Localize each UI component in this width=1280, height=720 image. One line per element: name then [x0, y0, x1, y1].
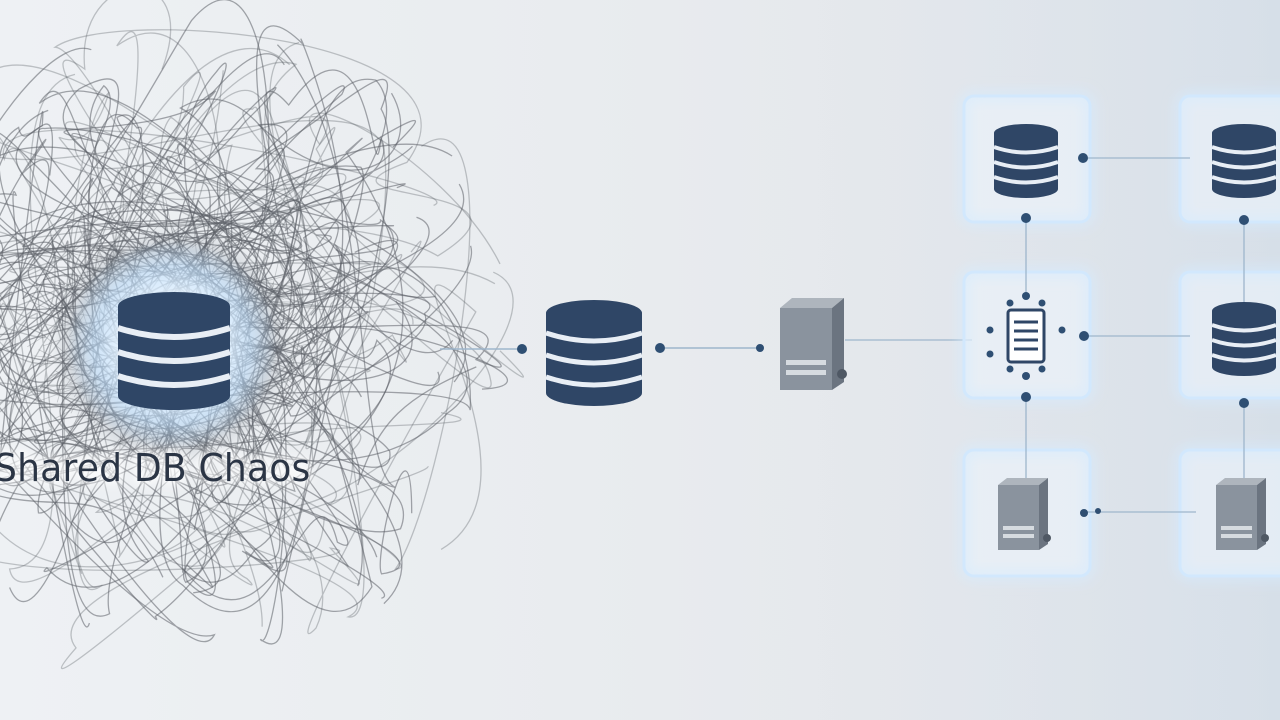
node-dot — [1021, 392, 1031, 402]
node-dot — [1239, 215, 1249, 225]
tangle-wire — [0, 119, 387, 535]
server-icon — [998, 478, 1051, 550]
tangle-wire — [0, 137, 404, 628]
server-icon — [780, 298, 847, 390]
tangle-wire — [0, 222, 243, 487]
node-dot — [1021, 213, 1031, 223]
database-icon — [545, 300, 643, 406]
database-icon — [1211, 124, 1277, 198]
tangle-wire — [0, 138, 216, 643]
node-dot — [517, 344, 527, 354]
tangle-wire — [0, 283, 413, 575]
api-gateway-icon — [986, 292, 1066, 380]
tangle-wire — [0, 62, 260, 506]
tangle-wire — [0, 114, 214, 588]
node-dot — [1239, 398, 1249, 408]
tangle-wire — [43, 44, 472, 588]
tangle-wire — [8, 47, 425, 583]
tangle-wire — [0, 233, 482, 635]
microservices-grid — [959, 91, 1280, 581]
node-dot — [1079, 331, 1089, 341]
chaos-label: Shared DB Chaos — [0, 446, 311, 490]
database-icon — [993, 124, 1059, 198]
tangle-wire — [198, 106, 524, 476]
node-dot — [655, 343, 665, 353]
node-dot — [1078, 153, 1088, 163]
node-dot — [756, 344, 764, 352]
node-dot — [1080, 509, 1088, 517]
tangle-wire — [0, 0, 362, 585]
server-icon — [1216, 478, 1269, 550]
database-icon — [117, 292, 231, 410]
node-dot — [1095, 508, 1101, 514]
tangle-wire — [0, 342, 321, 594]
database-icon — [1211, 302, 1277, 376]
tangle-wire — [0, 234, 346, 620]
